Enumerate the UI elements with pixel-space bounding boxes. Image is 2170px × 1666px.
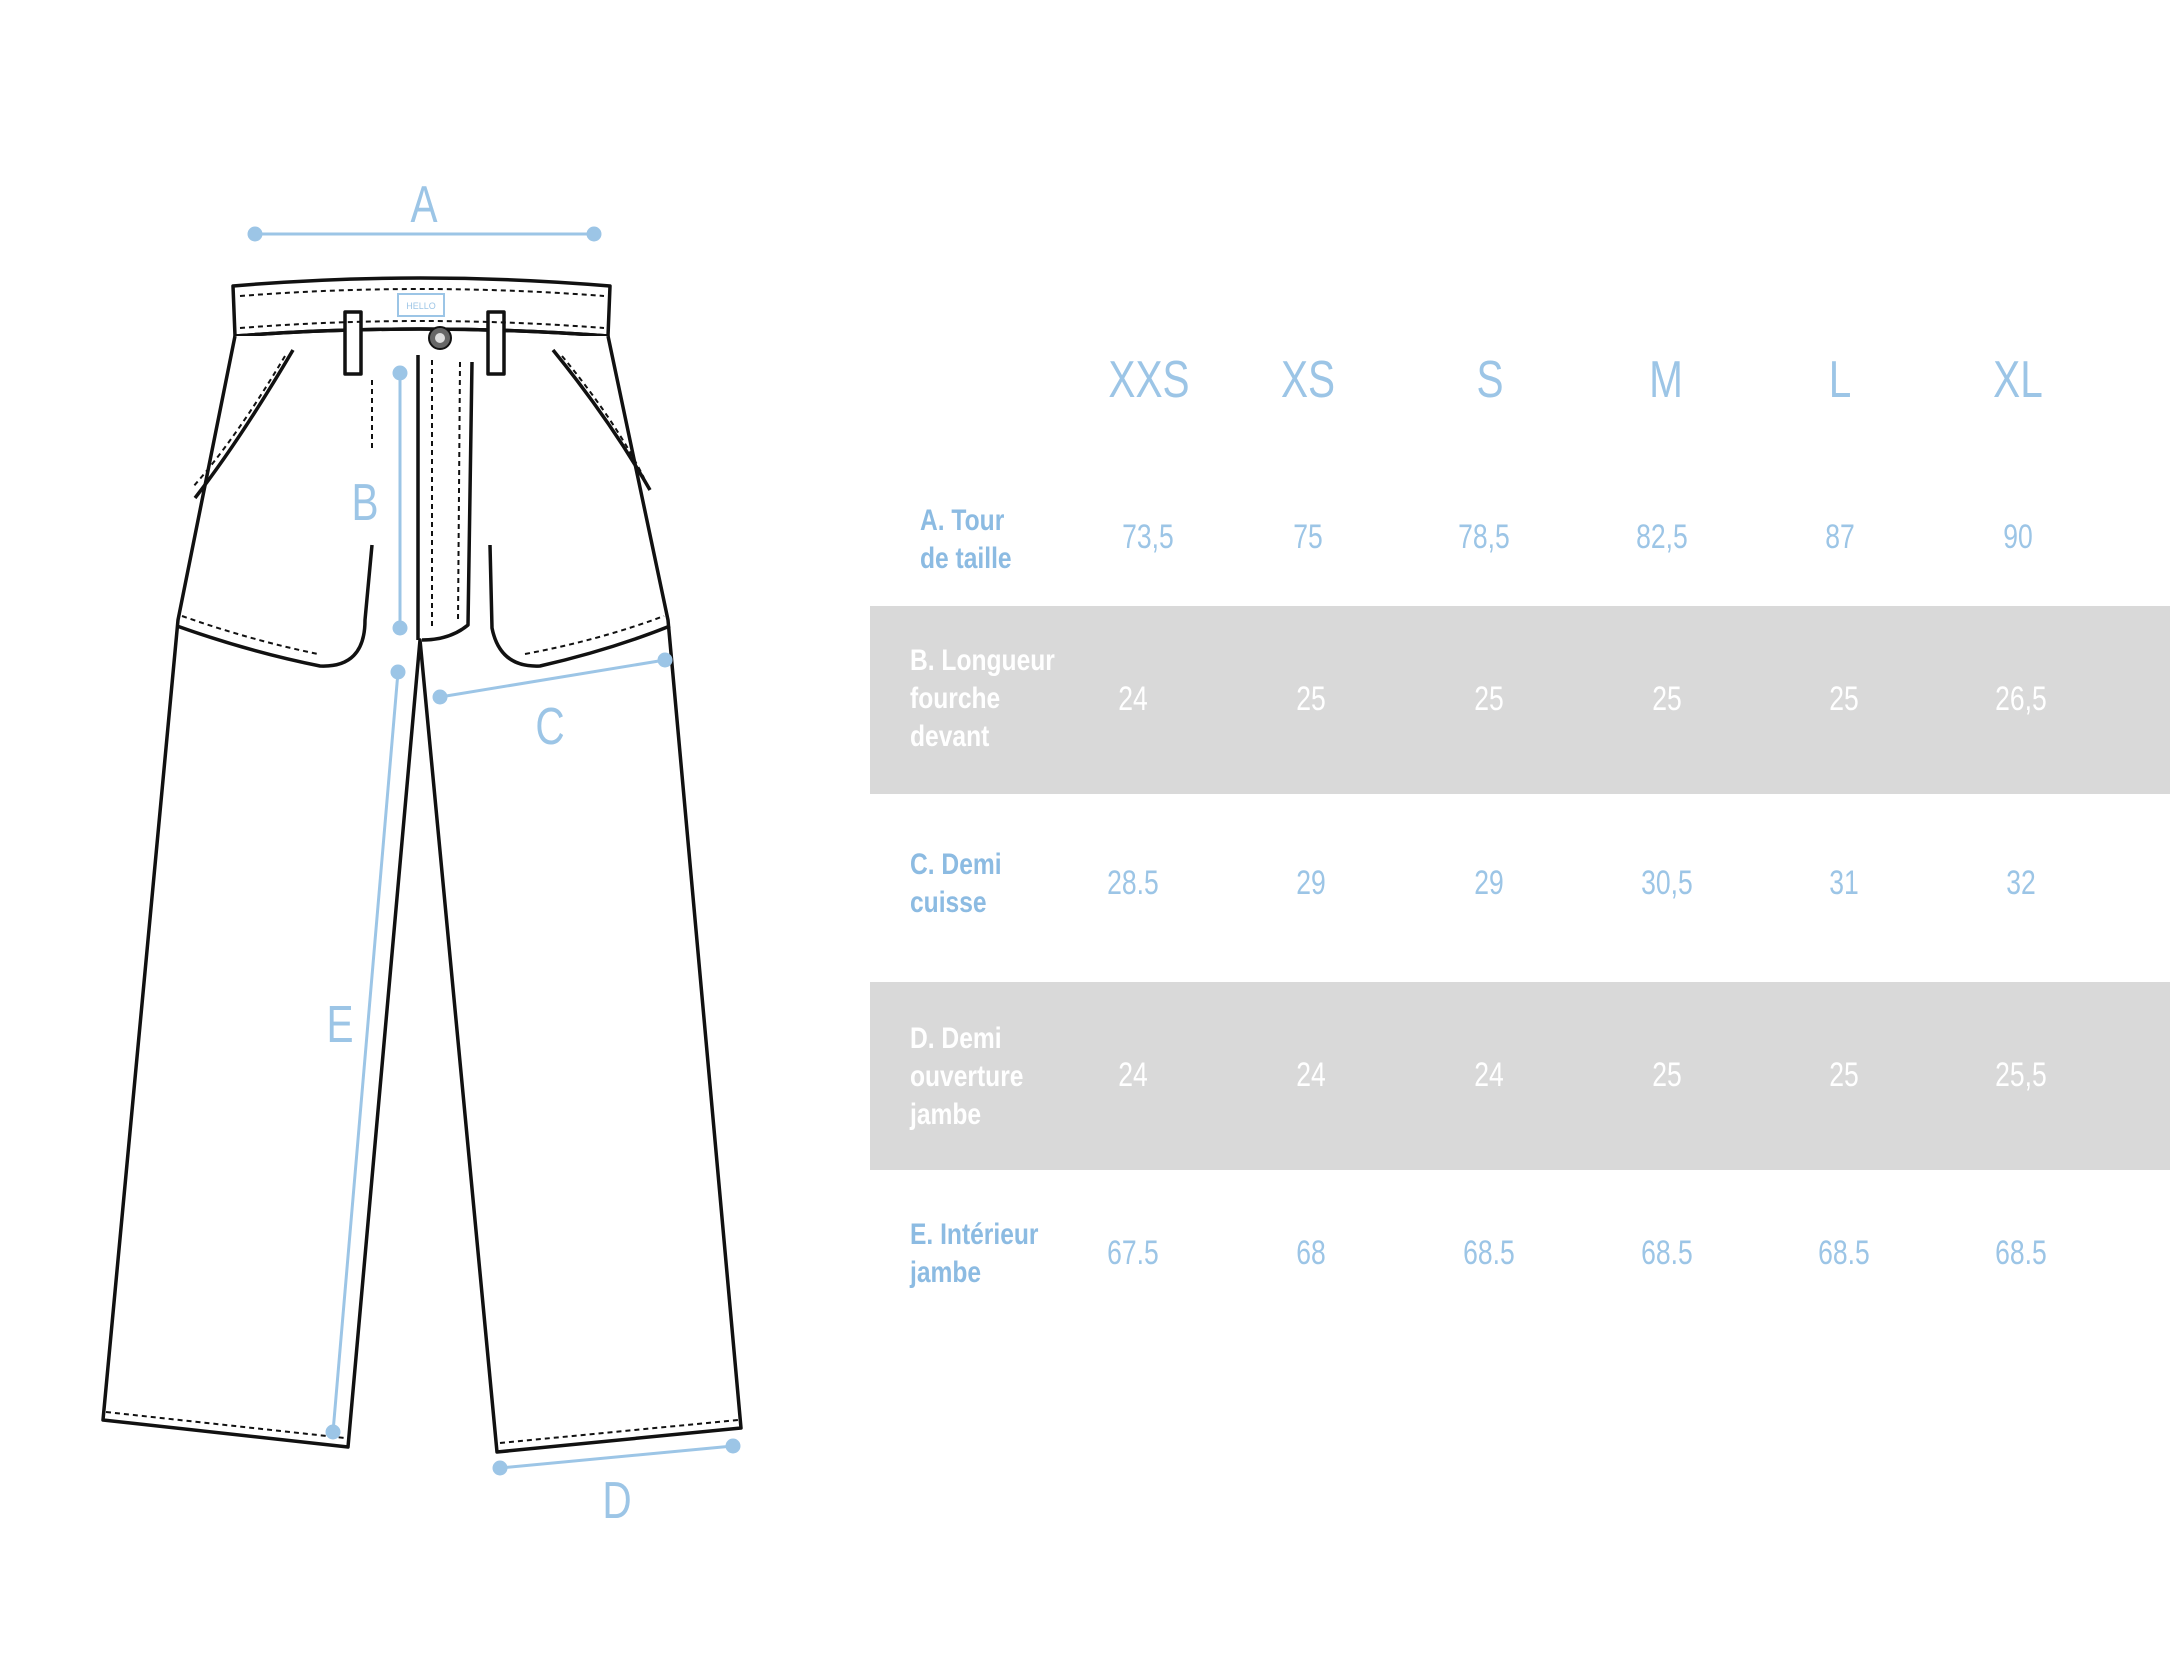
table-cell: 78,5 — [1458, 518, 1510, 556]
measure-line-e — [331, 671, 400, 1433]
measure-line-d — [499, 1444, 734, 1470]
table-cell: 67.5 — [1107, 1234, 1159, 1272]
measurement-lines — [247, 226, 741, 1476]
table-cell: 26,5 — [1995, 680, 2047, 718]
table-cell: 24 — [1474, 1056, 1504, 1094]
table-cell: 25 — [1652, 680, 1682, 718]
table-cell: 25 — [1829, 680, 1859, 718]
label-b: B — [351, 473, 378, 531]
brand-tag — [397, 293, 445, 317]
measurement-labels: A B C D E — [326, 175, 631, 1529]
table-cell: 73,5 — [1122, 518, 1174, 556]
table-cell: 68.5 — [1463, 1234, 1515, 1272]
label-c: C — [535, 697, 564, 755]
table-cell: 25,5 — [1995, 1056, 2047, 1094]
size-header: XXS — [1108, 351, 1190, 409]
table-cell: 31 — [1829, 864, 1859, 902]
table-cell: 68.5 — [1995, 1234, 2047, 1272]
table-cell: 82,5 — [1636, 518, 1688, 556]
stitching — [181, 288, 665, 655]
table-cell: 24 — [1118, 1056, 1148, 1094]
size-header: XL — [1993, 351, 2043, 409]
brand-tag-text: HELLO — [406, 301, 436, 311]
table-cell: 28.5 — [1107, 864, 1159, 902]
label-d: D — [602, 1471, 631, 1529]
size-header: XS — [1280, 351, 1336, 409]
table-cell: 24 — [1296, 1056, 1326, 1094]
table-cell: 24 — [1118, 680, 1148, 718]
table-cell: 75 — [1293, 518, 1323, 556]
label-e: E — [326, 995, 353, 1053]
size-header: M — [1649, 351, 1683, 409]
table-cell: 68.5 — [1641, 1234, 1693, 1272]
table-cell: 25 — [1296, 680, 1326, 718]
table-cell: 90 — [2003, 518, 2033, 556]
size-header: S — [1476, 351, 1504, 409]
table-cell: 29 — [1296, 864, 1326, 902]
table-cell: 68.5 — [1818, 1234, 1870, 1272]
pants-outline — [101, 276, 743, 1454]
size-header: L — [1828, 351, 1852, 409]
pants-diagram: HELLO A B C D E — [101, 175, 743, 1529]
table-cell: 30,5 — [1641, 864, 1693, 902]
label-a: A — [410, 175, 437, 233]
table-cell: 29 — [1474, 864, 1504, 902]
table-cell: 68 — [1296, 1234, 1326, 1272]
table-cell: 25 — [1474, 680, 1504, 718]
table-cell: 87 — [1825, 518, 1855, 556]
table-cell: 25 — [1652, 1056, 1682, 1094]
table-cell: 25 — [1829, 1056, 1859, 1094]
measure-line-c — [439, 658, 666, 699]
size-header-row: XXS XS S M L XL — [870, 350, 2170, 430]
table-cell: 32 — [2006, 864, 2036, 902]
